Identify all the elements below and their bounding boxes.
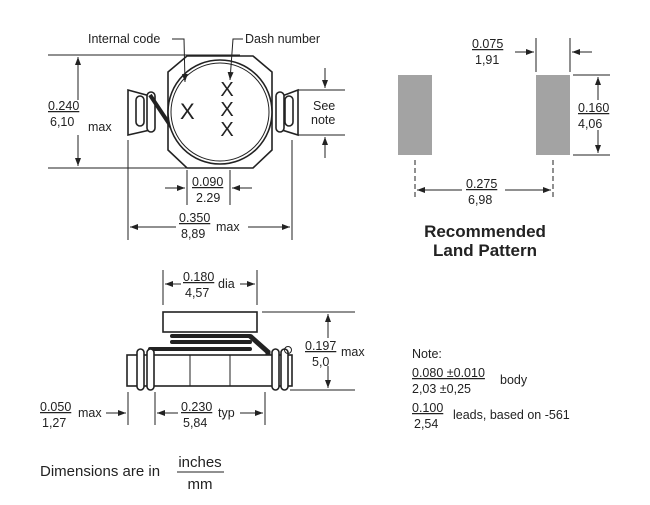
lead-suffix: max	[78, 406, 102, 420]
diameter-inches: 0.180	[183, 270, 214, 284]
ferrite-core	[167, 59, 273, 165]
dash-number-label: Dash number	[245, 32, 320, 46]
height-inches: 0.240	[48, 99, 79, 113]
lead-spacing-mm: 5,84	[183, 416, 207, 430]
see-note-line2: note	[311, 113, 335, 127]
pad-width-mm: 1,91	[475, 53, 499, 67]
dash-number-mark: XXX	[220, 80, 234, 141]
right-pad	[536, 75, 570, 155]
internal-code-mark: X	[180, 99, 195, 124]
center-width-inches: 0.090	[192, 175, 223, 189]
note: Note: 0.080 ±0.010 2,03 ±0,25 body 0.100…	[412, 347, 570, 431]
pad-height-inches: 0.160	[578, 101, 609, 115]
top-cap	[162, 311, 258, 333]
pad-width-inches: 0.075	[472, 37, 503, 51]
note-body-inches: 0.080 ±0.010	[412, 366, 485, 380]
land-pattern-title-line2: Land Pattern	[433, 241, 537, 260]
height-suffix: max	[88, 120, 112, 134]
overall-width-inches: 0.350	[179, 211, 210, 225]
top-view: X XXX Internal code Dash number 0.240 6,…	[48, 32, 345, 241]
units-prefix: Dimensions are in	[40, 463, 160, 480]
note-title: Note:	[412, 347, 442, 361]
pad-height-mm: 4,06	[578, 117, 602, 131]
units-legend: Dimensions are in inches mm	[40, 454, 224, 493]
dash-number-mark-container: XXX	[220, 80, 234, 141]
lead-inches: 0.050	[40, 400, 71, 414]
left-pad	[398, 75, 432, 155]
lead-spacing-suffix: typ	[218, 406, 235, 420]
units-top: inches	[178, 454, 221, 471]
note-leads-mm: 2,54	[414, 417, 438, 431]
lead-mm: 1,27	[42, 416, 66, 430]
note-leads-suffix: leads, based on -561	[453, 408, 570, 422]
land-pattern-title-line1: Recommended	[424, 222, 546, 241]
units-bottom: mm	[188, 476, 213, 493]
diameter-mm: 4,57	[185, 286, 209, 300]
overall-width-suffix: max	[216, 220, 240, 234]
lead-spacing-inches: 0.230	[181, 400, 212, 414]
diameter-suffix: dia	[218, 277, 235, 291]
pad-spacing-inches: 0.275	[466, 177, 497, 191]
pad-spacing-mm: 6,98	[468, 193, 492, 207]
height-mm: 5,0	[312, 355, 329, 369]
height-mm: 6,10	[50, 115, 74, 129]
side-view: 0.180 4,57 dia 0.197 5,0 max 0.050 1,27 …	[40, 270, 365, 430]
land-pattern: 0.075 1,91 0.160 4,06 0.275 6,98 Recomme…	[398, 37, 610, 260]
height-suffix: max	[341, 345, 365, 359]
note-body-suffix: body	[500, 373, 528, 387]
overall-width-mm: 8,89	[181, 227, 205, 241]
center-width-mm: 2.29	[196, 191, 220, 205]
see-note-line1: See	[313, 99, 335, 113]
note-leads-inches: 0.100	[412, 401, 443, 415]
internal-code-label: Internal code	[88, 32, 160, 46]
note-body-mm: 2,03 ±0,25	[412, 382, 471, 396]
height-inches: 0.197	[305, 339, 336, 353]
